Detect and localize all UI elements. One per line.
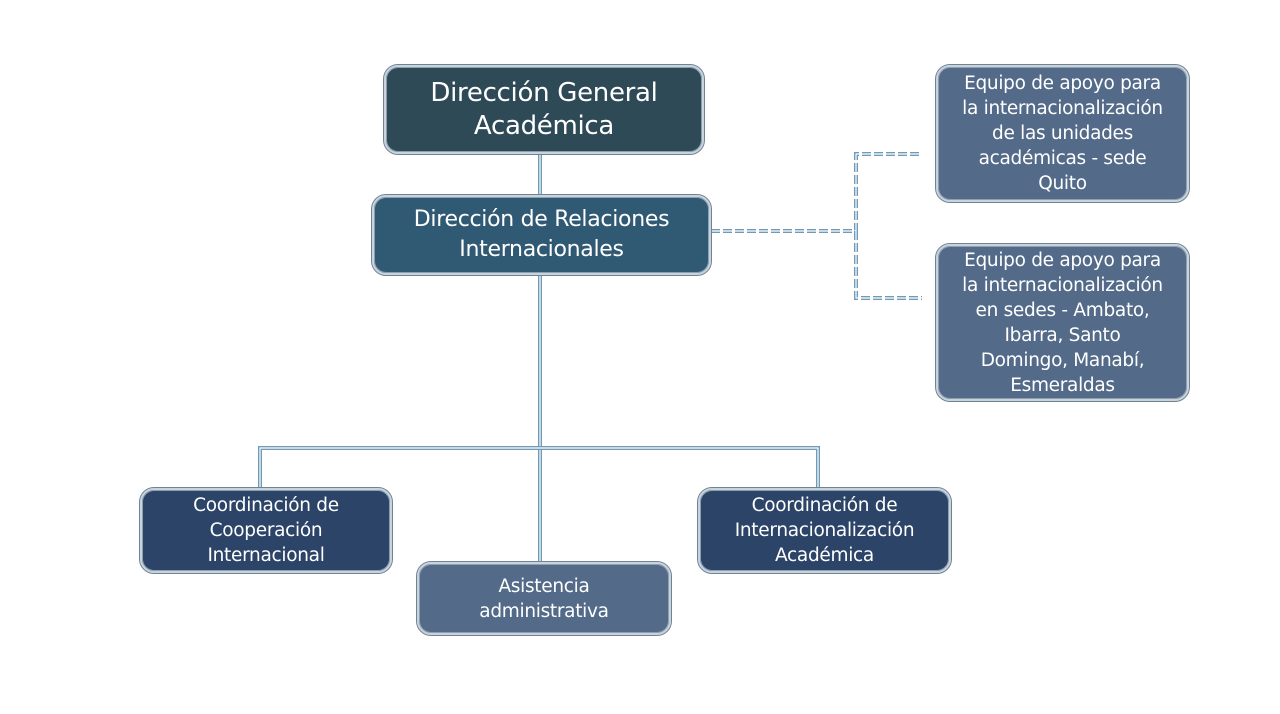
- label-line: Asistencia: [498, 575, 590, 597]
- label-line: Coordinación de: [751, 495, 898, 516]
- node-direccion-general-academica: Dirección General Académica: [383, 64, 705, 155]
- node-coordinacion-cooperacion-internacional: Coordinación de Cooperación Internaciona…: [139, 487, 393, 574]
- node-label: Coordinación de Internacionalización Aca…: [735, 493, 915, 568]
- label-line: Dirección General: [430, 77, 658, 108]
- label-line: Académica: [473, 110, 615, 141]
- label-line: Internacional: [207, 545, 325, 566]
- connector-inner-line: [855, 231, 922, 299]
- label-line: administrativa: [479, 600, 609, 622]
- label-line: Académica: [775, 545, 874, 566]
- node-label: Coordinación de Cooperación Internaciona…: [193, 493, 339, 568]
- label-line: Equipo de apoyo para: [964, 249, 1161, 271]
- node-label: Dirección General Académica: [430, 77, 657, 143]
- edge-director-to-coop: [258, 446, 540, 488]
- node-asistencia-administrativa: Asistencia administrativa: [416, 561, 672, 636]
- label-line: Cooperación: [209, 520, 323, 541]
- node-equipo-apoyo-quito: Equipo de apoyo para la internacionaliza…: [935, 64, 1190, 203]
- label-line: académicas - sede: [978, 148, 1147, 169]
- label-line: Dirección de Relaciones: [413, 207, 670, 232]
- label-line: Esmeraldas: [1010, 374, 1115, 396]
- edge-director-to-support-sedes: [854, 231, 922, 300]
- edge-director-to-support-quito: [711, 152, 922, 233]
- node-label: Equipo de apoyo para la internacionaliza…: [962, 248, 1163, 398]
- label-line: Quito: [1038, 173, 1087, 194]
- label-line: Coordinación de: [193, 495, 339, 516]
- label-line: Equipo de apoyo para: [964, 73, 1161, 94]
- node-label: Dirección de Relaciones Internacionales: [413, 205, 670, 265]
- node-direccion-relaciones-internacionales: Dirección de Relaciones Internacionales: [371, 194, 712, 276]
- connector-inner-line: [259, 447, 540, 488]
- node-equipo-apoyo-sedes: Equipo de apoyo para la internacionaliza…: [935, 243, 1190, 402]
- node-coordinacion-internacionalizacion-academica: Coordinación de Internacionalización Aca…: [697, 487, 952, 574]
- label-line: la internacionalización: [962, 98, 1163, 119]
- label-line: Domingo, Manabí,: [980, 349, 1145, 371]
- edge-director-to-intl-academic: [540, 446, 820, 488]
- label-line: la internacionalización: [962, 274, 1163, 296]
- label-line: Internacionalización: [734, 520, 915, 541]
- label-line: de las unidades: [992, 123, 1133, 144]
- connector-inner-line: [711, 153, 922, 232]
- label-line: en sedes - Ambato,: [975, 299, 1150, 321]
- connector-inner-line: [540, 447, 819, 488]
- label-line: Ibarra, Santo: [1004, 324, 1121, 346]
- label-line: Internacionales: [459, 237, 624, 262]
- node-label: Asistencia administrativa: [479, 574, 609, 624]
- node-label: Equipo de apoyo para la internacionaliza…: [962, 71, 1163, 196]
